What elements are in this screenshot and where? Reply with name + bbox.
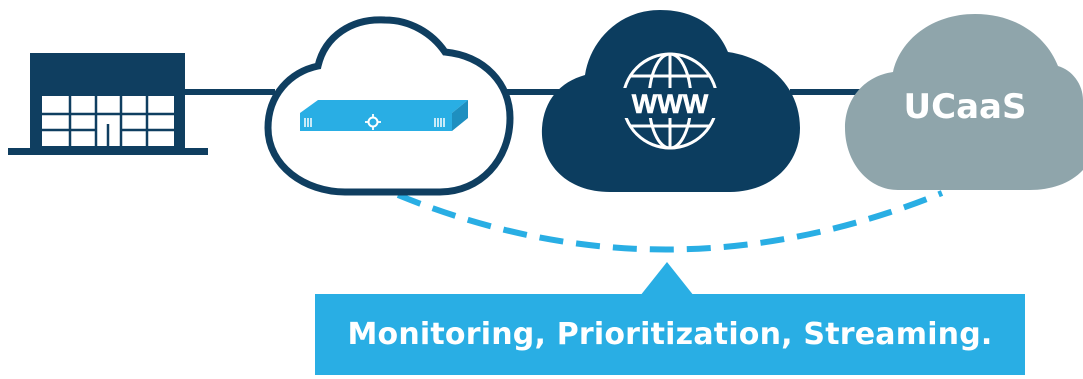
dashed-monitoring-arc xyxy=(396,190,944,253)
www-label: WWW xyxy=(632,89,709,119)
ucaas-label: UCaaS xyxy=(904,87,1027,127)
www-label-bg xyxy=(621,88,719,118)
ucaas-cloud xyxy=(845,14,1083,190)
callout-pointer xyxy=(640,262,694,296)
storefront-icon xyxy=(8,53,208,155)
appliance-icon xyxy=(300,100,468,131)
callout-box: Monitoring, Prioritization, Streaming. xyxy=(315,294,1025,375)
callout-text: Monitoring, Prioritization, Streaming. xyxy=(347,317,993,352)
